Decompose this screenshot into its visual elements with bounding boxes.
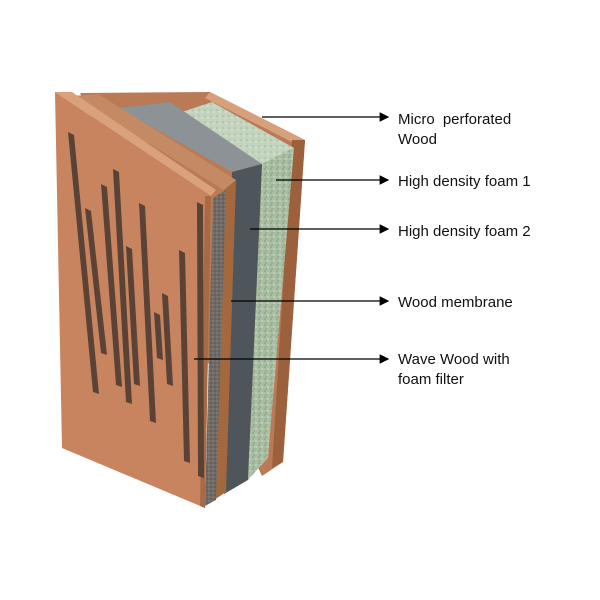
label-wave-wood-with-foam-filter: Wave Wood with foam filter [398, 350, 510, 390]
label-line: High density foam 1 [398, 173, 531, 190]
wood-membrane-layer [72, 94, 236, 500]
label-line: Wood [398, 131, 437, 148]
high-density-foam-1-layer [170, 102, 294, 480]
label-line: Wave Wood with [398, 351, 510, 368]
label-line: Micro perforated [398, 111, 512, 128]
leader-arrows [194, 112, 390, 364]
wave-wood-front-board [55, 92, 216, 508]
wave-slots [68, 132, 204, 478]
label-high-density-foam-2: High density foam 2 [398, 222, 531, 242]
label-wood-membrane: Wood membrane [398, 293, 513, 313]
foam-filter-strip [205, 190, 226, 506]
label-high-density-foam-1: High density foam 1 [398, 172, 531, 192]
label-micro-perforated-wood: Micro perforated Wood [398, 110, 511, 150]
label-line: Wood membrane [398, 294, 513, 311]
label-line: High density foam 2 [398, 223, 531, 240]
label-line: foam filter [398, 371, 464, 388]
